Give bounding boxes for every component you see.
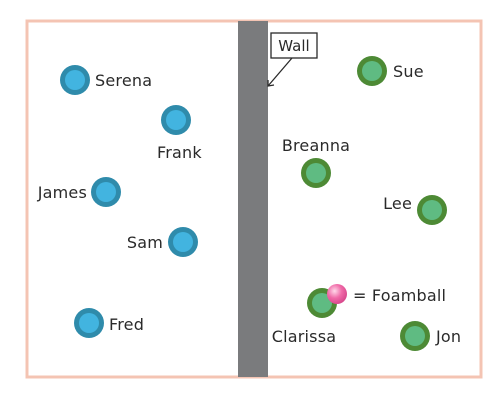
player-marker-inner — [173, 232, 193, 252]
player-marker-inner — [166, 110, 186, 130]
player-name: Sam — [127, 233, 163, 252]
player-marker-inner — [405, 326, 425, 346]
player-name: James — [37, 183, 87, 202]
player-marker-inner — [362, 61, 382, 81]
player-name: Frank — [157, 143, 202, 162]
player-name: Fred — [109, 315, 144, 334]
wall-label: Wall — [278, 37, 309, 55]
player-marker-inner — [79, 313, 99, 333]
player-fred: Fred — [74, 308, 144, 338]
player-name: Serena — [95, 71, 152, 90]
wall-pointer-arrowhead — [267, 80, 275, 87]
player-lee: Lee — [383, 194, 447, 225]
player-name: Lee — [383, 194, 412, 213]
player-name: Breanna — [282, 136, 350, 155]
player-marker-inner — [306, 163, 326, 183]
player-marker-inner — [422, 200, 442, 220]
player-breanna: Breanna — [282, 136, 350, 188]
center-wall — [238, 21, 268, 377]
player-marker-inner — [65, 70, 85, 90]
player-frank: Frank — [157, 105, 202, 162]
player-name: Jon — [435, 327, 461, 346]
player-marker-inner — [96, 182, 116, 202]
player-serena: Serena — [60, 65, 152, 95]
player-marker-inner — [312, 293, 332, 313]
player-jon: Jon — [400, 321, 461, 351]
foamball — [327, 284, 347, 304]
player-name: Sue — [393, 62, 424, 81]
wall-pointer-arrow — [267, 57, 293, 87]
player-sam: Sam — [127, 227, 198, 257]
wall-label-box — [270, 32, 318, 59]
player-name: Clarissa — [272, 327, 337, 346]
player-james: James — [37, 177, 121, 207]
player-sue: Sue — [357, 56, 424, 86]
foamball-legend-label: = Foamball — [353, 286, 446, 305]
player-clarissa: Clarissa — [272, 288, 337, 346]
